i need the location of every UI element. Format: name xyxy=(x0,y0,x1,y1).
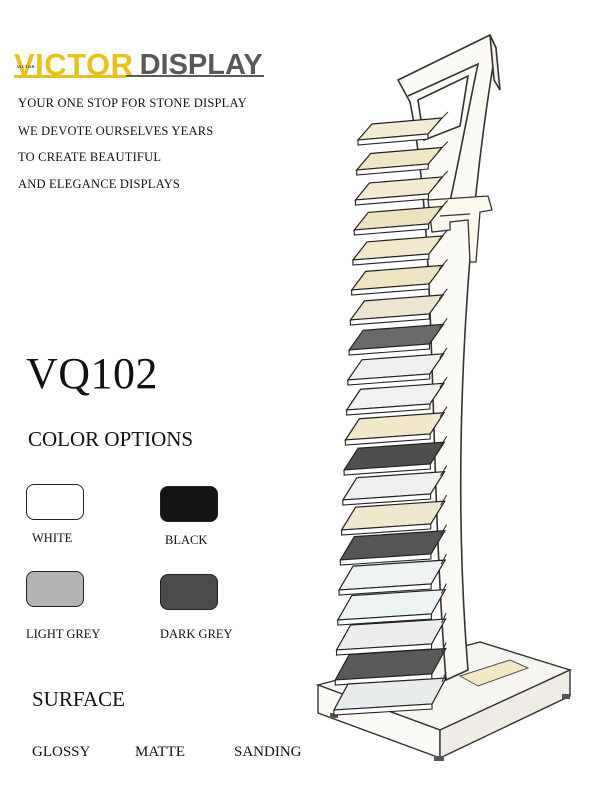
rack-shelf xyxy=(351,229,448,266)
brand-name-small: VICTOR xyxy=(17,64,36,69)
logo-underline-accent xyxy=(14,75,126,78)
rack-shelf xyxy=(341,465,448,506)
swatch-white xyxy=(26,484,84,520)
surface-sanding: SANDING xyxy=(234,744,302,760)
rack-shelf xyxy=(340,494,448,536)
swatch-label-white: WHITE xyxy=(32,531,73,545)
model-number: VQ102 xyxy=(26,349,159,398)
rack-shelf xyxy=(347,317,448,356)
brand-name-primary-text: VICTOR xyxy=(14,47,134,82)
swatch-label-light-grey: LIGHT GREY xyxy=(26,627,101,641)
rack-shelf xyxy=(352,200,449,236)
rack-shelf xyxy=(332,671,448,716)
logo-underline xyxy=(126,75,264,77)
brand-logo: VICTOR VICTOR DISPLAY xyxy=(14,44,263,80)
rack-shelf xyxy=(349,288,448,326)
brand-name-primary: VICTOR VICTOR xyxy=(14,49,134,80)
rack-shelf xyxy=(355,141,449,176)
rack-shelf xyxy=(346,347,448,386)
rack-shelf xyxy=(336,583,447,626)
swatch-label-dark-grey: DARK GREY xyxy=(160,627,233,641)
surface-title: SURFACE xyxy=(32,687,125,711)
surface-glossy: GLOSSY xyxy=(32,744,91,760)
brand-name-secondary: DISPLAY xyxy=(139,49,263,81)
color-options-title: COLOR OPTIONS xyxy=(28,427,194,451)
rack-shelf xyxy=(342,435,448,476)
stone-display-rack-icon xyxy=(315,33,572,761)
tagline-line-2: WE DEVOTE OURSELVES YEARS xyxy=(18,124,214,138)
swatch-dark-grey xyxy=(160,574,218,610)
rack-shelf xyxy=(335,612,447,656)
rack-shelves xyxy=(332,111,449,716)
swatch-light-grey xyxy=(26,571,84,607)
tagline-line-1: YOUR ONE STOP FOR STONE DISPLAY xyxy=(18,96,247,110)
rack-shelf xyxy=(344,406,448,446)
surface-matte: MATTE xyxy=(135,744,185,760)
swatch-black xyxy=(160,486,218,522)
rack-shelf xyxy=(354,170,449,206)
swatch-label-black: BLACK xyxy=(165,533,208,547)
rack-side-hook xyxy=(427,195,493,263)
tagline-line-4: AND ELEGANCE DISPLAYS xyxy=(18,177,181,191)
rack-shelf xyxy=(345,376,448,416)
tagline-line-3: TO CREATE BEAUTIFUL xyxy=(18,150,162,164)
rack-shelf xyxy=(350,259,448,296)
rack-shelf xyxy=(356,111,449,146)
rack-shelf xyxy=(339,524,448,566)
rack-shelf xyxy=(337,553,447,596)
